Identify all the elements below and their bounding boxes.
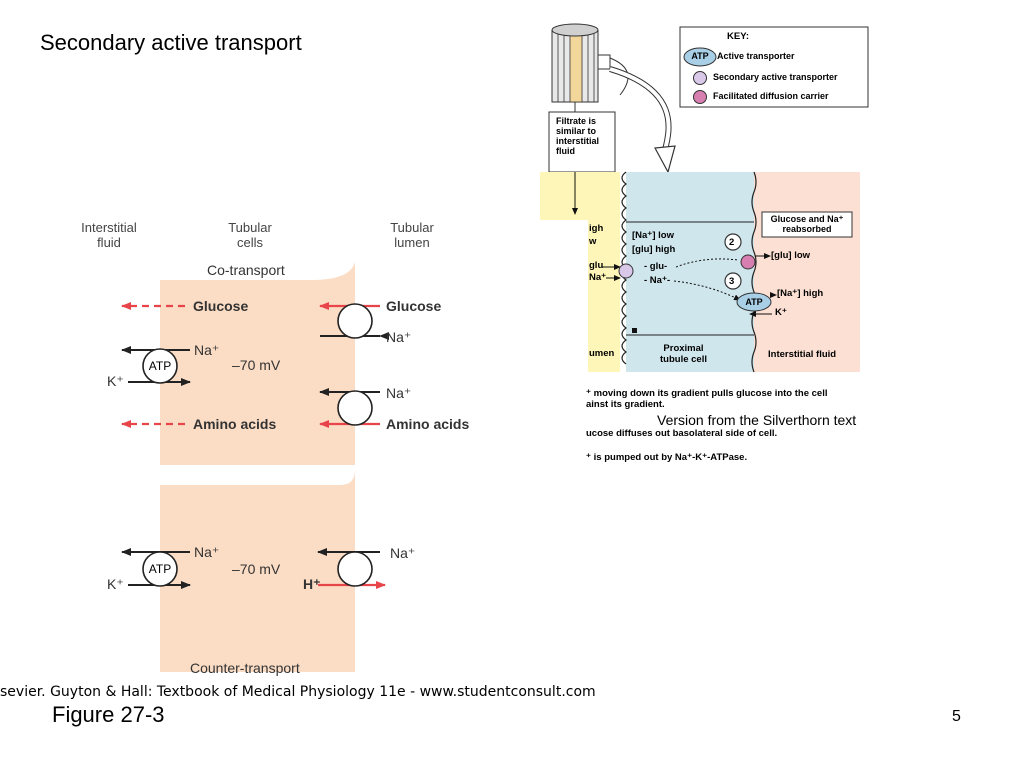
figure-label: Figure 27-3 (52, 702, 165, 727)
tubule-icon (551, 23, 611, 112)
h-label-lumen: H⁺ (303, 576, 321, 592)
header-tubular-lumen: Tubular lumen (390, 220, 434, 250)
na-label-lumen-3: Na⁺ (390, 545, 416, 561)
secondary-transporter (618, 263, 634, 279)
step-text-2: ucose diffuses out basolateral side of c… (586, 428, 778, 439)
header-interstitial-fluid: Interstitial fluid (81, 220, 137, 250)
guyton-transport-diagram (121, 262, 389, 672)
lumen-glu: glu (589, 260, 604, 271)
filtrate-note: Filtrate is similar to interstitial flui… (556, 116, 600, 156)
key-active-transporter: Active transporter (717, 51, 795, 61)
atp-label-bottom: ATP (148, 562, 172, 576)
cotransport-cell (160, 262, 355, 465)
atp-label-top: ATP (148, 359, 172, 373)
silverthorn-diagram (540, 23, 869, 373)
interstitial-fluid-label: Interstitial fluid (768, 349, 837, 360)
step-2: 2 (729, 237, 735, 248)
na-label-pump-bottom: Na⁺ (194, 544, 220, 560)
lumen-high: igh (589, 223, 604, 234)
na-h-exchanger (337, 551, 373, 587)
k-label-pump-top: K⁺ (107, 373, 124, 389)
reabsorbed-box: Glucose and Na⁺ reabsorbed (770, 214, 844, 234)
key-atp-marker (683, 47, 717, 67)
step-3: 3 (729, 276, 735, 287)
amino-acids-label-lumen: Amino acids (386, 416, 470, 432)
key-atp-label: ATP (691, 51, 709, 61)
step-text-1: ⁺ moving down its gradient pulls glucose… (586, 388, 828, 410)
amino-acid-cotransporter (337, 390, 373, 426)
cell-na: - Na⁺- (644, 275, 671, 286)
key-facilitated-marker (693, 90, 707, 104)
cotransport-label: Co-transport (207, 262, 285, 278)
key-secondary-active: Secondary active transporter (713, 72, 838, 82)
glu-low: [glu] low (771, 250, 811, 261)
membrane-potential-bottom: –70 mV (232, 561, 281, 577)
key-facilitated-carrier: Facilitated diffusion carrier (713, 91, 829, 101)
na-label-lumen-1: Na⁺ (386, 329, 412, 345)
atp-pump-top (142, 348, 178, 384)
lumen-na: Na⁺ (589, 272, 607, 283)
countertransport-cell (160, 470, 355, 672)
na-label-lumen-2: Na⁺ (386, 385, 412, 401)
lumen-label: umen (589, 348, 615, 359)
cell-na-low: [Na⁺] low (632, 230, 674, 241)
atp-label-cell: ATP (745, 297, 763, 307)
lumen-low: w (589, 236, 597, 247)
amino-acids-label-cell: Amino acids (193, 416, 277, 432)
page-number: 5 (952, 708, 961, 725)
step-text-3: ⁺ is pumped out by Na⁺-K⁺-ATPase. (586, 452, 748, 463)
glucose-label-lumen: Glucose (386, 298, 442, 314)
key-title: KEY: (727, 31, 749, 42)
glucose-cotransporter (337, 303, 373, 339)
version-note: Version from the Silverthorn text (657, 412, 857, 428)
cell-glu-high: [glu] high (632, 244, 676, 255)
source-credit: sevier. Guyton & Hall: Textbook of Medic… (0, 684, 596, 700)
key-secondary-marker (693, 71, 707, 85)
membrane-potential-top: –70 mV (232, 357, 281, 373)
countertransport-label: Counter-transport (190, 660, 300, 676)
k-label-pump-bottom: K⁺ (107, 576, 124, 592)
facilitated-carrier (740, 254, 756, 270)
k-label-cell: K⁺ (775, 307, 787, 318)
proximal-tubule-cell-label: Proximal tubule cell (660, 343, 707, 365)
glucose-label-cell: Glucose (193, 298, 249, 314)
na-label-pump-top: Na⁺ (194, 342, 220, 358)
na-high: [Na⁺] high (777, 288, 824, 299)
cell-glu: - glu- (644, 261, 668, 272)
atp-pump-bottom (142, 551, 178, 587)
slide-title: Secondary active transport (40, 30, 302, 55)
header-tubular-cells: Tubular cells (228, 220, 272, 250)
